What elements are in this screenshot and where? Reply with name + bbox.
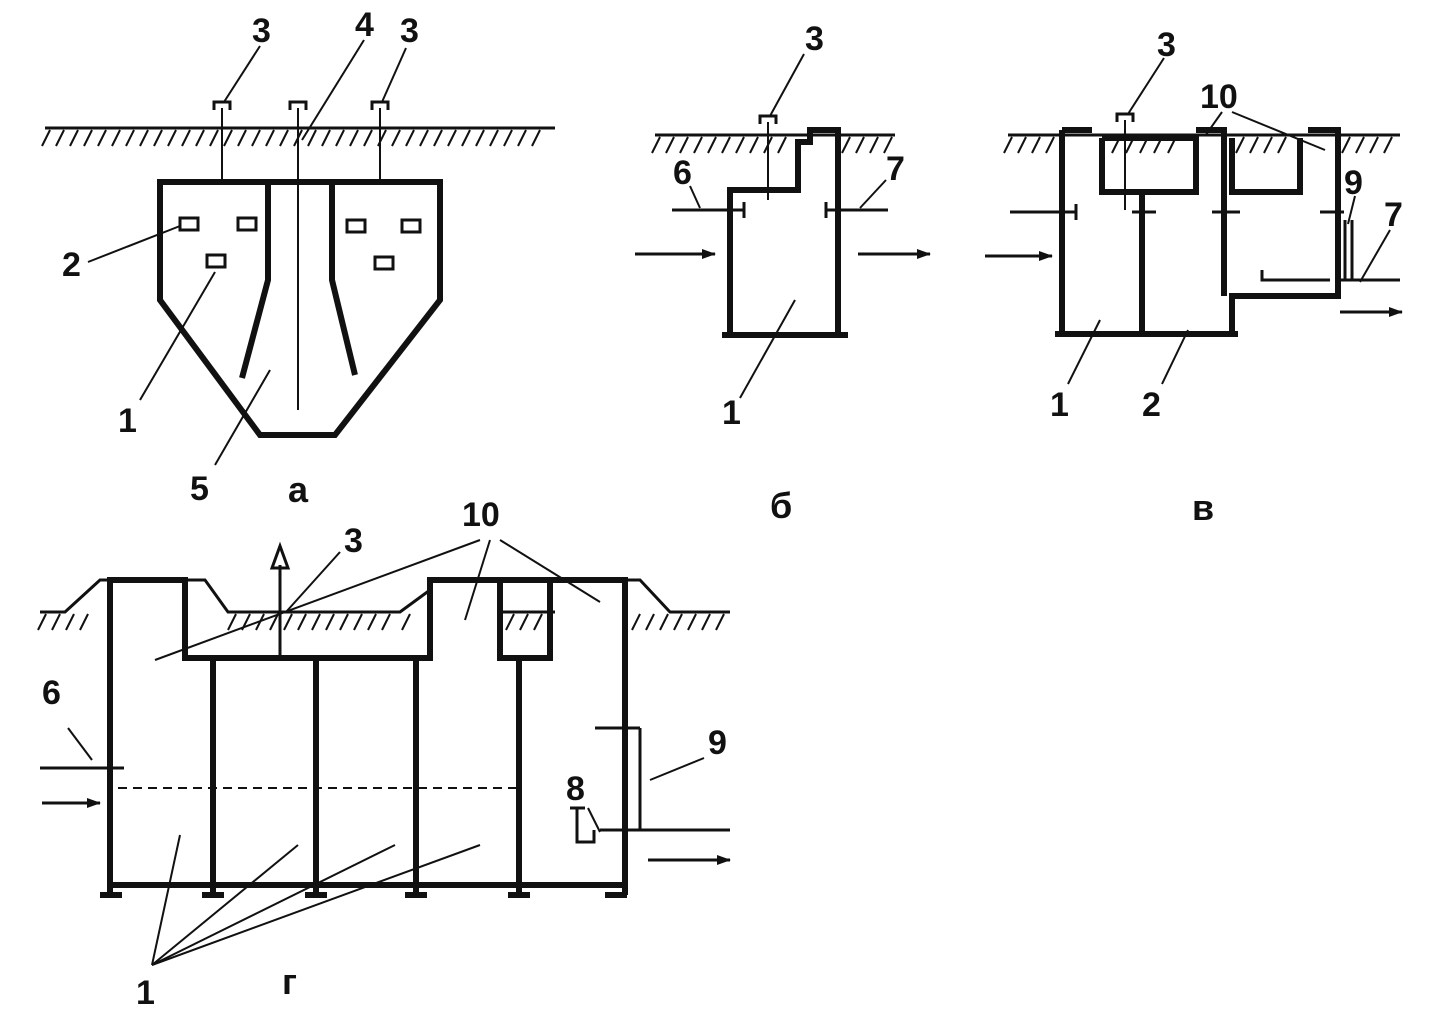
caption-v: в bbox=[1192, 487, 1214, 528]
tank-body-g bbox=[107, 577, 628, 888]
callout-b-1: 1 bbox=[722, 394, 741, 432]
callout-v-10: 10 bbox=[1200, 78, 1238, 116]
callout-v-3: 3 bbox=[1157, 26, 1176, 64]
panel-g: 3 10 6 9 8 1 г bbox=[37, 496, 731, 1012]
callout-b-7: 7 bbox=[886, 150, 905, 188]
callout-g-8: 8 bbox=[566, 770, 585, 808]
tank-body-b bbox=[727, 127, 841, 338]
callout-a-2: 2 bbox=[62, 246, 81, 284]
callout-g-1: 1 bbox=[136, 974, 155, 1012]
callout-g-6: 6 bbox=[42, 674, 61, 712]
caption-g: г bbox=[282, 961, 297, 1002]
callout-a-4: 4 bbox=[355, 6, 374, 44]
callout-v-2: 2 bbox=[1142, 386, 1161, 424]
caption-b: б bbox=[770, 485, 792, 526]
callout-a-3-right: 3 bbox=[400, 12, 419, 50]
callout-v-1: 1 bbox=[1050, 386, 1069, 424]
tank-body-a bbox=[157, 179, 443, 438]
callout-b-6: 6 bbox=[673, 154, 692, 192]
panel-b: 3 6 7 1 б bbox=[635, 20, 931, 526]
inner-wall-left bbox=[239, 182, 271, 379]
panel-v: 3 10 9 7 1 2 в bbox=[985, 26, 1403, 528]
callout-v-7: 7 bbox=[1384, 196, 1403, 234]
panel-a: 3 4 3 2 1 5 а bbox=[41, 6, 555, 510]
ground-hatching-b bbox=[651, 136, 893, 154]
callout-g-3: 3 bbox=[344, 522, 363, 560]
callout-v-9: 9 bbox=[1344, 164, 1363, 202]
callout-g-10: 10 bbox=[462, 496, 500, 534]
caption-a: а bbox=[288, 469, 309, 510]
callout-a-3-left: 3 bbox=[252, 12, 271, 50]
openings-a bbox=[178, 216, 422, 271]
callout-b-3: 3 bbox=[805, 20, 824, 58]
callout-a-1: 1 bbox=[118, 402, 137, 440]
inner-wall-right bbox=[329, 182, 358, 376]
callout-a-5: 5 bbox=[190, 470, 209, 508]
callout-g-9: 9 bbox=[708, 724, 727, 762]
ground-hatching-a bbox=[41, 129, 541, 147]
ground-hatching-g bbox=[37, 613, 725, 631]
